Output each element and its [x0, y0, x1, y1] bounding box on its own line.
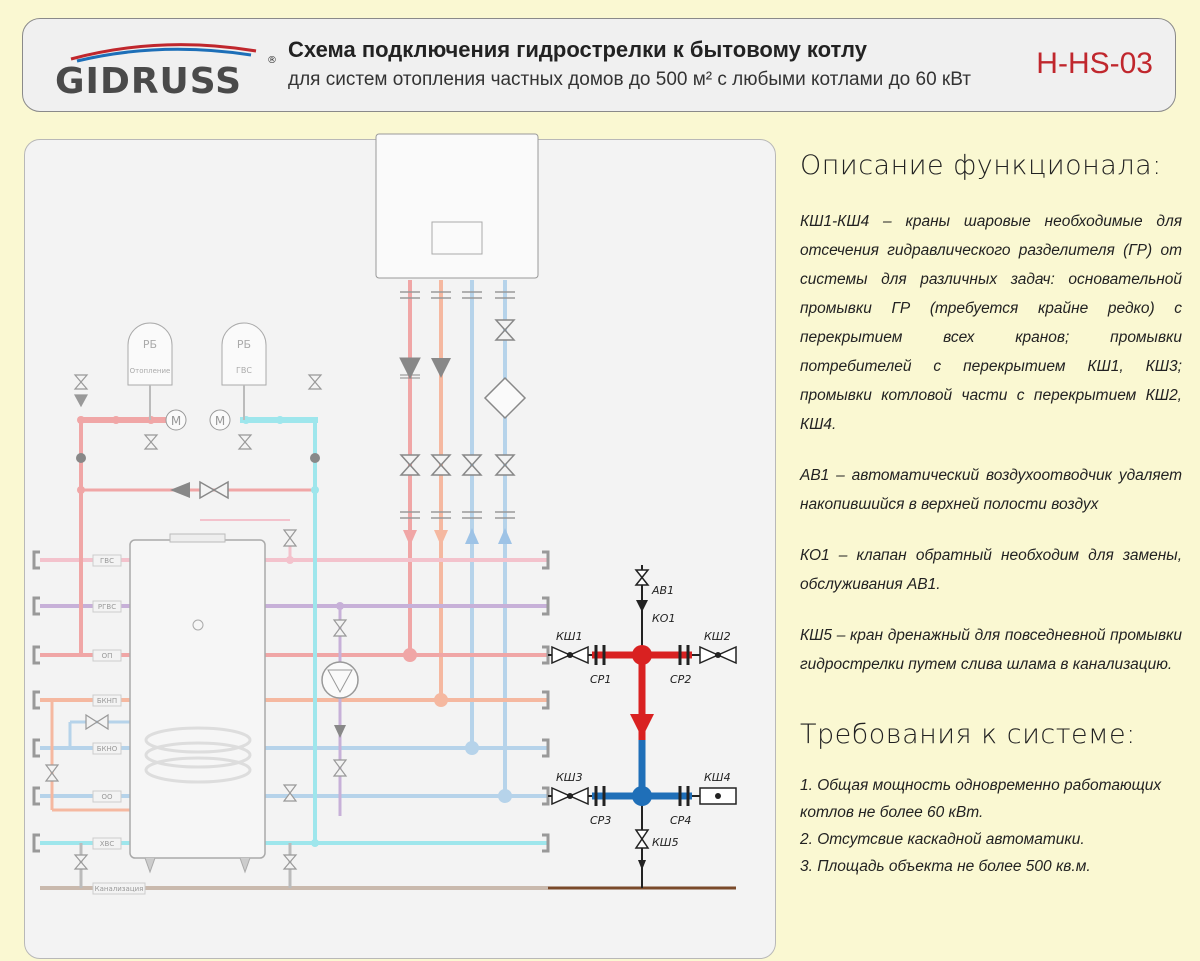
label-sr3: СР3	[590, 814, 611, 827]
logo-text: GIDRUSS	[55, 61, 243, 102]
label-ksh2: КШ2	[704, 630, 731, 643]
boiler	[375, 133, 539, 279]
tank-top-fitting	[169, 533, 226, 543]
line-tags: ГВС РГВС ОП БКНП БКНО ОО ХВС Канализация	[92, 554, 146, 895]
expansion-tank-heating: РБ Отопление	[127, 322, 173, 420]
drain-tag: Канализация	[95, 885, 144, 893]
requirements-heading: Требования к системе:	[800, 719, 1136, 750]
label-sr1: СР1	[590, 673, 611, 686]
header-panel: GIDRUSS ® Схема подключения гидрострелки…	[22, 18, 1176, 112]
heat-coil	[144, 726, 252, 784]
tank-label-bottom: Отопление	[130, 367, 171, 375]
page-title: Схема подключения гидрострелки к бытовом…	[288, 37, 867, 62]
description-paragraph: КШ5 – кран дренажный для повседневной пр…	[800, 627, 1182, 673]
tank-label-top: РБ	[237, 338, 251, 351]
description-paragraph: КШ1-КШ4 – краны шаровые необходимые для …	[800, 213, 1182, 433]
pressure-gauge-icon	[165, 409, 187, 431]
line-tag: ГВС	[100, 557, 114, 565]
gauge-label: M	[215, 414, 225, 428]
description-heading: Описание функционала:	[800, 150, 1162, 181]
label-ksh4: КШ4	[704, 771, 731, 784]
thermometer-icon	[192, 619, 204, 631]
gidruss-logo: GIDRUSS ®	[51, 33, 281, 103]
tank-label-bottom: ГВС	[236, 366, 252, 375]
boiler-display	[431, 221, 483, 255]
requirement-item: 2. Отсутсвие каскадной автоматики.	[800, 831, 1085, 848]
pump-icon	[321, 661, 359, 699]
riser-valves	[400, 291, 515, 519]
label-ksh5: КШ5	[652, 836, 679, 849]
expansion-tank-dhw: РБ ГВС	[221, 322, 267, 420]
requirement-item: 3. Площадь объекта не более 500 кв.м.	[800, 858, 1091, 875]
gauge-label: M	[171, 414, 181, 428]
description-column: Описание функционала: КШ1-КШ4 – краны ша…	[800, 150, 1182, 880]
label-sr2: СР2	[670, 673, 691, 686]
riser-ball-valves	[399, 319, 516, 476]
scheme-code: H-HS-03	[1036, 47, 1153, 80]
pipe-end-caps	[32, 550, 550, 853]
description-paragraph: АВ1 – автоматический воздухоотводчик уда…	[800, 467, 1182, 513]
description-paragraph: КО1 – клапан обратный необходим для заме…	[800, 547, 1182, 593]
dhw-storage-tank	[129, 539, 266, 859]
group-valves	[44, 374, 348, 870]
label-sr4: СР4	[670, 814, 691, 827]
label-av1: АВ1	[651, 584, 674, 597]
requirement-item: 1. Общая мощность одновременно работающи…	[800, 777, 1162, 821]
line-tag: ХВС	[100, 840, 115, 848]
line-tag: ОП	[102, 652, 113, 660]
hydraulic-separator: АВ1 КО1 КШ1 КШ2 СР1 СР2 КШ3 КШ4 СР3 СР4 …	[548, 565, 737, 890]
tank-label-top: РБ	[143, 338, 157, 351]
line-tag: ОО	[101, 793, 113, 801]
line-tag: БКНО	[97, 745, 118, 753]
line-tag: РГВС	[98, 603, 116, 611]
line-tag: БКНП	[97, 697, 117, 705]
filter-icon	[483, 376, 527, 420]
page-subtitle: для систем отопления частных домов до 50…	[288, 69, 971, 90]
logo-wave-icon	[70, 43, 257, 63]
label-ksh3: КШ3	[556, 771, 583, 784]
label-ksh1: КШ1	[556, 630, 583, 643]
pressure-gauge-icon	[209, 409, 231, 431]
riser-check-valves	[399, 357, 451, 380]
label-ko1: КО1	[652, 612, 675, 625]
logo-registered: ®	[267, 55, 277, 66]
